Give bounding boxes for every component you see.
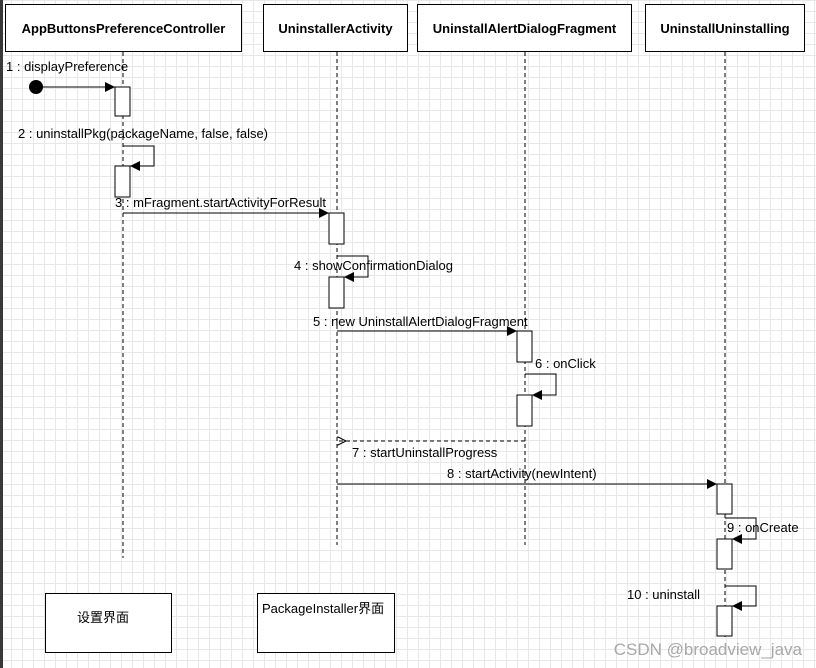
message-arrow-10: [725, 585, 757, 611]
message-label-3: 3 : mFragment.startActivityForResult: [115, 195, 326, 210]
note-package-installer-screen: PackageInstaller界面: [257, 593, 395, 653]
lifeline-header-app-buttons-preference-controller: AppButtonsPreferenceController: [5, 4, 242, 52]
activation-bar-7: [716, 483, 733, 515]
activation-bar-1: [114, 86, 131, 117]
lifeline-header-uninstall-uninstalling: UninstallUninstalling: [645, 4, 805, 52]
message-label-9: 9 : onCreate: [727, 520, 799, 535]
message-arrow-9: [725, 517, 757, 544]
message-arrow-4: [337, 255, 369, 282]
message-arrow-2: [123, 145, 155, 171]
csdn-watermark: CSDN @broadview_java: [613, 640, 802, 659]
message-arrow-6: [525, 373, 557, 400]
activation-bar-5: [516, 330, 533, 363]
activation-bar-8: [716, 538, 733, 570]
lifeline-header-uninstall-alert-dialog-fragment: UninstallAlertDialogFragment: [417, 4, 632, 52]
activation-bar-9: [716, 605, 733, 637]
message-label-8: 8 : startActivity(newIntent): [447, 466, 597, 481]
message-label-10: 10 : uninstall: [627, 587, 700, 602]
note-settings-screen: 设置界面: [45, 593, 172, 653]
message-label-1: 1 : displayPreference: [6, 59, 129, 74]
window-left-edge: [0, 0, 3, 668]
message-label-5: 5 : new UninstallAlertDialogFragment: [313, 314, 528, 329]
activation-bar-2: [114, 165, 131, 198]
message-label-7: 7 : startUninstallProgress: [352, 445, 498, 460]
message-label-6: 6 : onClick: [535, 356, 596, 371]
message-label-4: 4 : showConfirmationDialog: [294, 258, 453, 273]
lifeline-header-uninstaller-activity: UninstallerActivity: [263, 4, 408, 52]
message-label-2: 2 : uninstallPkg(packageName, false, fal…: [18, 126, 269, 141]
activation-bar-4: [328, 276, 345, 309]
activation-bar-6: [516, 394, 533, 427]
activation-bar-3: [328, 212, 345, 245]
